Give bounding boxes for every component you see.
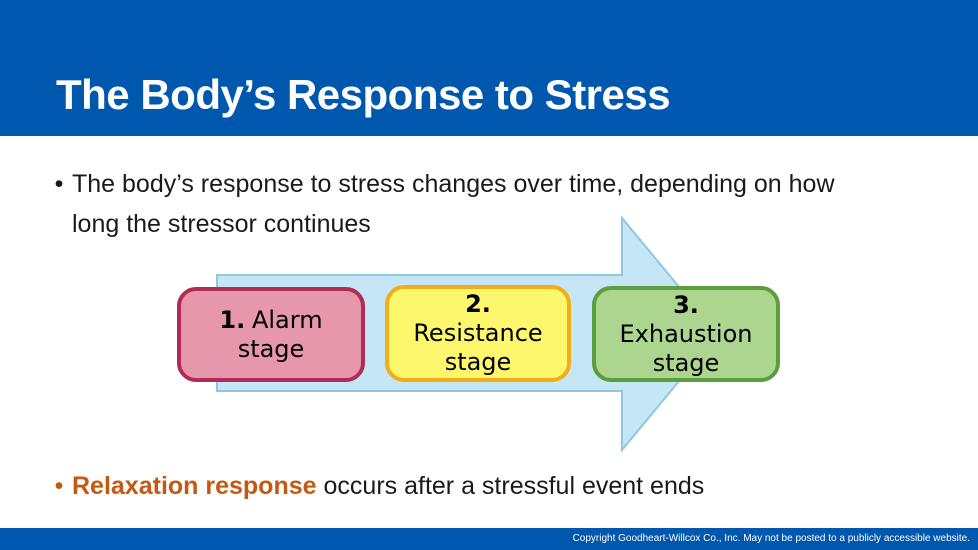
stage-box-resistance: 2. Resistance stage	[385, 285, 571, 382]
stage-box-exhaustion: 3. Exhaustion stage	[592, 286, 780, 382]
stage-label: Exhaustion	[619, 319, 753, 348]
stage-label: Resistance	[413, 319, 543, 347]
stage-number: 2.	[465, 290, 491, 318]
footer-bar: Copyright Goodheart-Willcox Co., Inc. Ma…	[0, 528, 978, 550]
bullet-text: The body’s response to stress changes ov…	[72, 164, 835, 244]
stage-label: stage	[652, 348, 720, 377]
slide-title: The Body’s Response to Stress	[56, 71, 671, 118]
bullet-marker-icon: •	[54, 472, 64, 500]
bullet-line-2: long the stressor continues	[72, 210, 371, 238]
copyright-text: Copyright Goodheart-Willcox Co., Inc. Ma…	[572, 533, 970, 544]
relaxation-response-emphasis: Relaxation response	[72, 472, 317, 500]
stage-label: stage	[444, 348, 512, 376]
stage-label: Alarm	[251, 305, 323, 334]
bullet-rest-text: occurs after a stressful event ends	[323, 472, 705, 500]
bullet-item-1: • The body’s response to stress changes …	[52, 164, 835, 244]
stage-number: 3.	[673, 290, 699, 319]
stage-label: stage	[237, 334, 305, 363]
bullet-line-1: The body’s response to stress changes ov…	[72, 170, 835, 198]
stage-box-alarm: 1.Alarm stage	[177, 287, 365, 382]
stage-line: 1.Alarm	[219, 306, 322, 335]
stage-number: 1.	[219, 305, 246, 334]
bullet-marker-icon: •	[54, 170, 64, 198]
title-band: The Body’s Response to Stress	[0, 0, 978, 136]
